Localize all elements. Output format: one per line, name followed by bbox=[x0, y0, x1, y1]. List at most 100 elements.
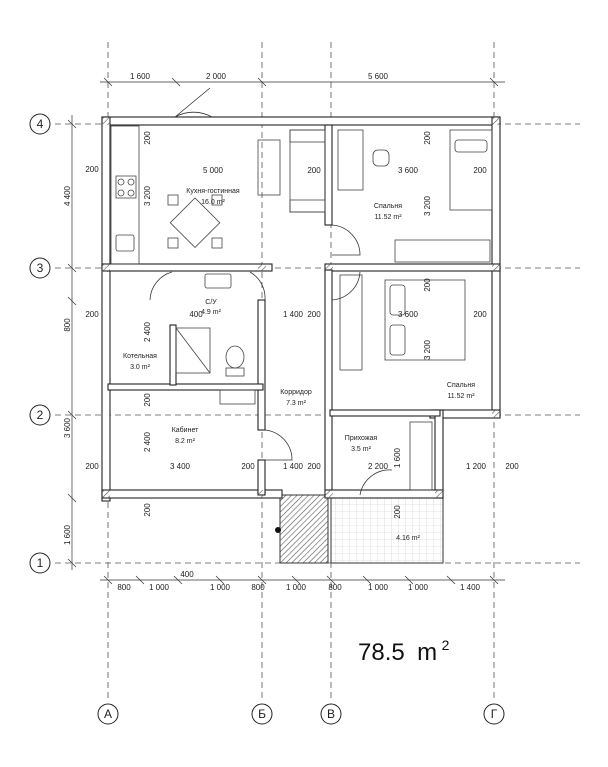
dimension-interior: 1 400 bbox=[283, 462, 304, 471]
dimension-interior: 200 bbox=[423, 278, 432, 292]
room-labels: Кухня-гостинная 16.0 m² Спальня 11.52 m²… bbox=[123, 188, 475, 542]
axis-label-col: А bbox=[104, 707, 112, 721]
axis-marker-circle bbox=[483, 703, 505, 725]
dimension-bottom: 800 bbox=[328, 583, 342, 592]
wall-hatching bbox=[102, 117, 500, 498]
room-area-bedroom1: 11.52 m² bbox=[374, 214, 402, 221]
room-name-bedroom2: Спальня bbox=[447, 382, 475, 389]
axis-grid bbox=[55, 42, 580, 700]
dimension-left: 4 400 bbox=[63, 185, 72, 206]
axis-marker-circle bbox=[97, 703, 119, 725]
dimension-interior: 1 600 bbox=[393, 447, 402, 468]
dimension-bottom: 1 000 bbox=[286, 583, 307, 592]
dimension-bottom: 1 000 bbox=[210, 583, 231, 592]
post-marker bbox=[275, 527, 281, 533]
room-name-bedroom1: Спальня bbox=[374, 203, 402, 210]
total-area-value: 78.5 bbox=[358, 639, 405, 666]
doors bbox=[149, 87, 393, 496]
dimension-interior: 200 bbox=[241, 462, 255, 471]
dimension-interior: 200 bbox=[85, 462, 99, 471]
wardrobe-icon bbox=[409, 421, 433, 491]
dimension-interior: 3 600 bbox=[398, 166, 419, 175]
total-area-unit: m bbox=[417, 639, 437, 666]
dimension-left: 3 600 bbox=[63, 417, 72, 438]
room-area-bedroom2: 11.52 m² bbox=[447, 393, 475, 400]
dimension-interior: 1 400 bbox=[283, 310, 304, 319]
room-area-office: 8.2 m² bbox=[175, 438, 196, 445]
dimension-interior: 2 200 bbox=[368, 462, 389, 471]
dimension-labels: 1 600 2 000 5 600 800 1 000 400 1 000 80… bbox=[63, 72, 519, 592]
dimension-top: 1 600 bbox=[130, 72, 151, 81]
room-name-hall: Прихожая bbox=[345, 435, 378, 442]
axis-label-row: 3 bbox=[37, 261, 44, 275]
wardrobe-icon bbox=[339, 274, 363, 371]
axis-label-col: Г bbox=[491, 707, 498, 721]
room-area-kitchen: 16.0 m² bbox=[201, 199, 225, 206]
toilet-icon bbox=[225, 345, 245, 369]
room-name-office: Кабинет bbox=[172, 426, 199, 434]
dimension-interior: 200 bbox=[505, 462, 519, 471]
dimension-left: 1 600 bbox=[63, 524, 72, 545]
axis-label-col: В bbox=[327, 707, 335, 721]
sink-icon bbox=[115, 234, 135, 252]
dimension-interior: 3 200 bbox=[423, 339, 432, 360]
dimension-interior: 2 400 bbox=[143, 431, 152, 452]
dimension-interior: 200 bbox=[143, 393, 152, 407]
axis-marker-circle bbox=[29, 552, 51, 574]
bed-icon bbox=[384, 279, 466, 361]
dimension-interior: 3 200 bbox=[143, 185, 152, 206]
dimension-interior: 200 bbox=[423, 131, 432, 145]
dimension-bottom: 1 400 bbox=[460, 583, 481, 592]
room-area-hall: 3.5 m² bbox=[351, 446, 372, 453]
dining-table-icon bbox=[169, 197, 221, 249]
dimension-interior: 200 bbox=[307, 166, 321, 175]
sink-icon bbox=[204, 273, 232, 289]
dimension-interior: 3 400 bbox=[170, 462, 191, 471]
axis-marker-circle bbox=[29, 257, 51, 279]
dimension-bottom: 1 000 bbox=[408, 583, 429, 592]
chair-icon bbox=[372, 149, 390, 167]
axis-label-row: 2 bbox=[37, 408, 44, 422]
dimension-interior: 200 bbox=[393, 505, 402, 519]
dimension-interior: 1 200 bbox=[466, 462, 487, 471]
room-name-bath: С/У bbox=[205, 299, 217, 306]
dimension-bottom: 400 bbox=[180, 570, 194, 579]
walls bbox=[101, 116, 501, 502]
dimension-top: 2 000 bbox=[206, 72, 227, 81]
room-area-terrace: 4.16 m² bbox=[396, 535, 420, 542]
dimension-lines bbox=[67, 77, 505, 585]
stove-icon bbox=[115, 175, 137, 199]
terrace-floor bbox=[330, 494, 444, 564]
furniture bbox=[110, 125, 493, 491]
total-area-sup: 2 bbox=[442, 637, 450, 653]
dimension-interior: 5 000 bbox=[203, 166, 224, 175]
dimension-interior: 200 bbox=[85, 310, 99, 319]
axis-marker-circle bbox=[29, 404, 51, 426]
dimension-interior: 200 bbox=[307, 310, 321, 319]
bed-icon bbox=[449, 129, 493, 211]
axis-marker-circle bbox=[320, 703, 342, 725]
shower-icon bbox=[175, 327, 211, 374]
axis-marker-circle bbox=[251, 703, 273, 725]
dimension-bottom: 800 bbox=[251, 583, 265, 592]
porch-steps bbox=[279, 494, 329, 564]
dimension-interior: 3 600 bbox=[398, 310, 419, 319]
dimension-interior: 200 bbox=[85, 165, 99, 174]
dimension-interior: 200 bbox=[473, 310, 487, 319]
axis-label-col: Б bbox=[258, 707, 266, 721]
dimension-interior: 200 bbox=[473, 166, 487, 175]
dimension-top: 5 600 bbox=[368, 72, 389, 81]
dimension-interior: 400 bbox=[189, 310, 203, 319]
dimension-interior: 200 bbox=[307, 462, 321, 471]
dimension-interior: 3 200 bbox=[423, 195, 432, 216]
wardrobe-icon bbox=[394, 239, 491, 263]
dimension-interior: 2 400 bbox=[143, 321, 152, 342]
dimension-interior: 200 bbox=[143, 503, 152, 517]
room-name-boiler: Котельная bbox=[123, 353, 157, 360]
room-area-corridor: 7.3 m² bbox=[286, 400, 307, 407]
room-name-corridor: Корридор bbox=[280, 389, 312, 396]
dimension-left: 800 bbox=[63, 318, 72, 332]
desk-icon bbox=[337, 129, 364, 191]
dimension-bottom: 1 000 bbox=[368, 583, 389, 592]
